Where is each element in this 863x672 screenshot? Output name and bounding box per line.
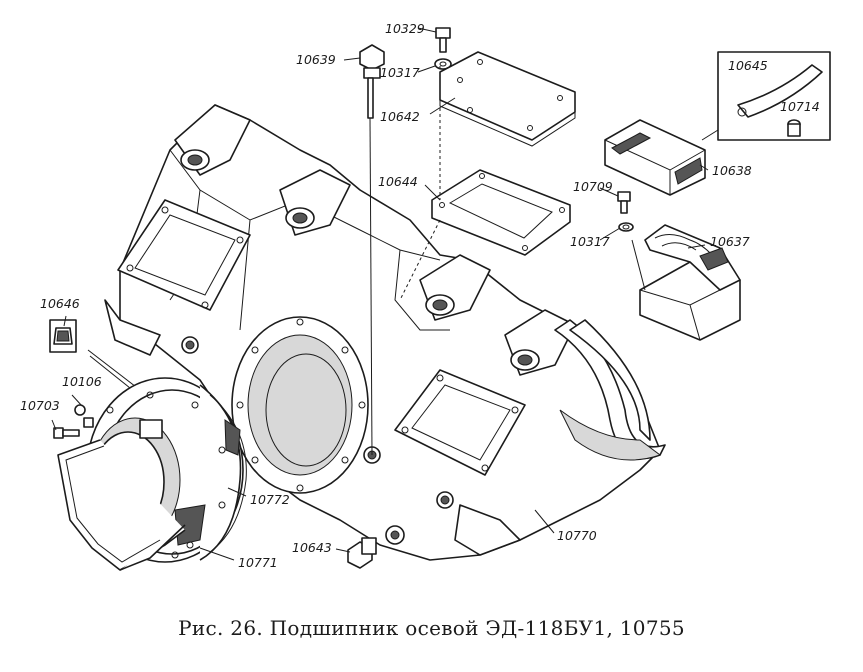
part-plug-10643 xyxy=(347,537,377,569)
label-10645: 10645 xyxy=(728,58,768,73)
part-labels: 10329 10639 10317 10642 10645 10714 1063… xyxy=(20,21,820,570)
label-10317-top: 10317 xyxy=(380,65,420,80)
part-end-cover xyxy=(57,377,247,571)
label-10714: 10714 xyxy=(780,99,820,114)
axial-bearing-housing xyxy=(104,104,666,561)
label-10639: 10639 xyxy=(296,52,336,67)
part-bolt-10329 xyxy=(434,27,452,70)
label-10317-mid: 10317 xyxy=(570,234,610,249)
part-small-bolts xyxy=(53,404,94,439)
label-10329: 10329 xyxy=(385,21,425,36)
label-10637: 10637 xyxy=(710,234,750,249)
label-10638: 10638 xyxy=(712,163,752,178)
part-spring-assembly xyxy=(631,224,741,341)
part-dipstick xyxy=(359,44,385,456)
part-cover-plate xyxy=(439,51,576,147)
label-10771: 10771 xyxy=(238,555,278,570)
label-10644: 10644 xyxy=(378,174,418,189)
figure-caption: Рис. 26. Подшипник осевой ЭД-118БУ1, 107… xyxy=(178,616,685,640)
leader-lines xyxy=(51,27,709,561)
label-10643: 10643 xyxy=(292,540,332,555)
part-bolt-10709 xyxy=(617,191,634,232)
part-brush-holder xyxy=(604,119,706,196)
label-10709: 10709 xyxy=(573,179,613,194)
part-plug-10646 xyxy=(49,319,151,397)
label-10646: 10646 xyxy=(40,296,80,311)
part-gasket xyxy=(431,169,571,256)
part-strap-inset xyxy=(701,51,831,141)
label-10642: 10642 xyxy=(380,109,420,124)
label-10770: 10770 xyxy=(557,528,597,543)
label-10106: 10106 xyxy=(62,374,102,389)
label-10772: 10772 xyxy=(250,492,290,507)
label-10703: 10703 xyxy=(20,398,60,413)
